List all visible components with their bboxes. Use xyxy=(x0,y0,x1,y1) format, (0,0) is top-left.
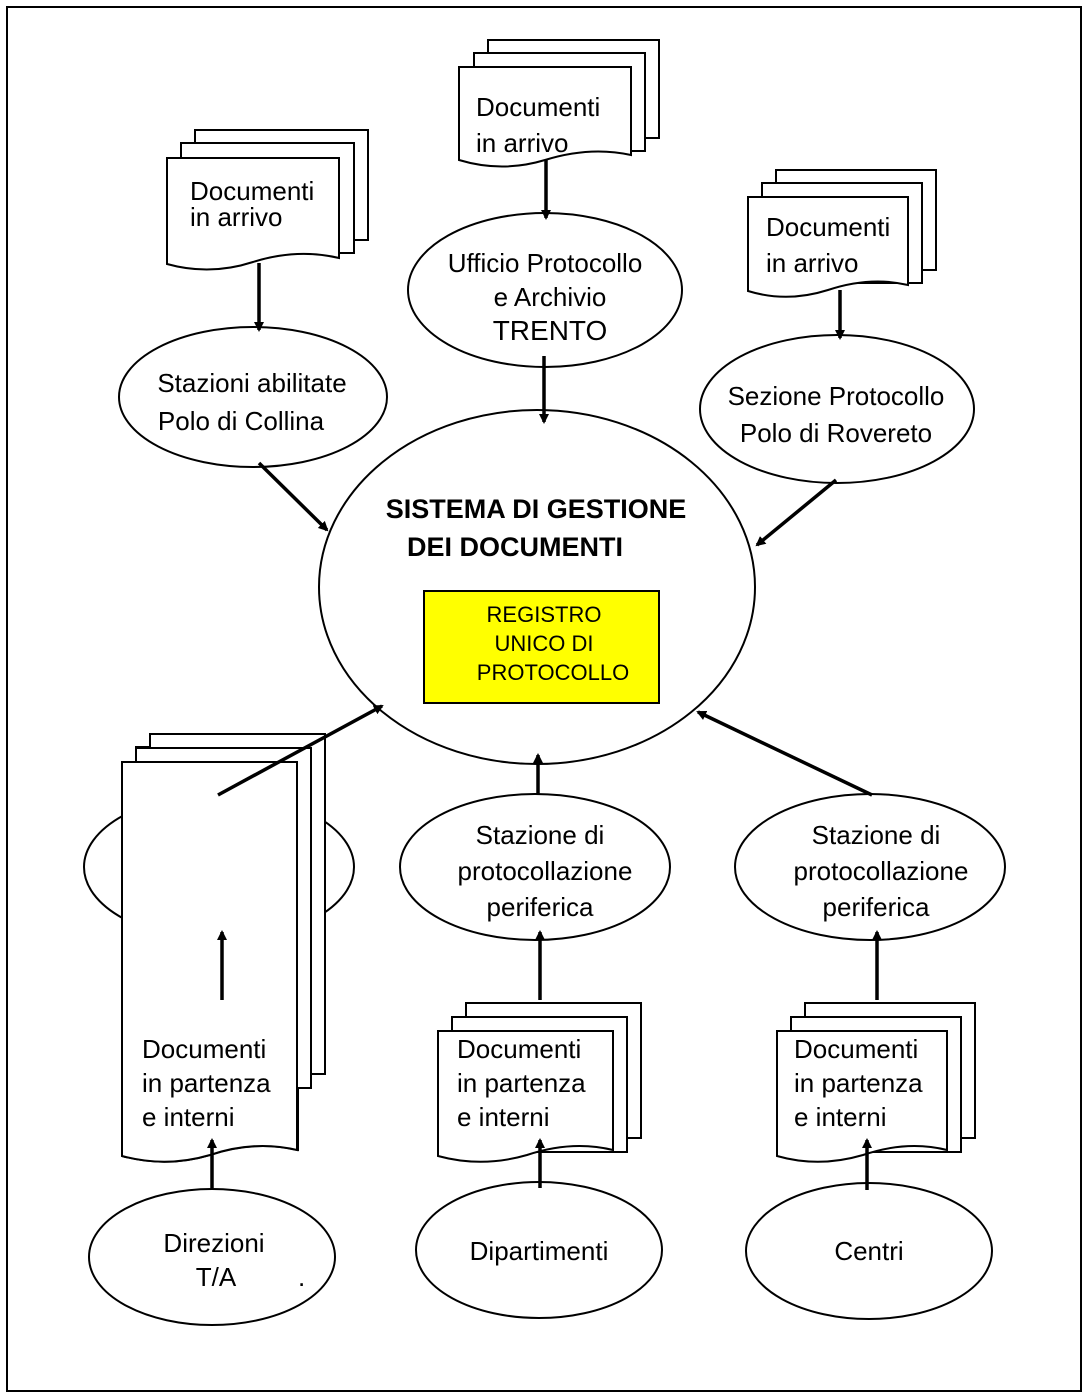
ufficio-line3: TRENTO xyxy=(493,315,608,346)
documents-in-left: Documenti in arrivo xyxy=(166,129,369,271)
direzioni-node: Direzioni T/A . xyxy=(88,1188,336,1326)
rovereto-line2: Polo di Rovereto xyxy=(740,418,932,448)
documents-in-center-line2: in arrivo xyxy=(476,128,568,158)
ufficio-protocollo-node: Ufficio Protocollo e Archivio TRENTO xyxy=(407,212,683,368)
registro-line1: REGISTRO xyxy=(487,602,602,627)
registro-line2: UNICO DI xyxy=(495,631,594,656)
ufficio-line2: e Archivio xyxy=(494,282,607,312)
direzioni-line1: Direzioni xyxy=(163,1228,264,1258)
stazione-center-line3: periferica xyxy=(487,892,594,922)
centri-label: Centri xyxy=(834,1236,903,1266)
arrow-rovereto-to-center xyxy=(755,478,838,547)
arrow-stazione-right-to-center xyxy=(696,710,873,797)
documents-in-right-line2: in arrivo xyxy=(766,248,858,278)
rovereto-node: Sezione Protocollo Polo di Rovereto xyxy=(699,334,975,484)
registro-line3: PROTOCOLLO xyxy=(477,660,629,685)
documents-in-center: Documenti in arrivo xyxy=(458,39,660,168)
documents-out-left-line3: e interni xyxy=(142,1102,235,1132)
ufficio-line1: Ufficio Protocollo xyxy=(448,248,643,278)
arrow-stazione-left-to-center xyxy=(217,704,384,797)
documents-out-center: Documenti in partenza e interni xyxy=(437,1002,642,1163)
stazione-right-node: Stazione di protocollazione periferica xyxy=(734,793,1006,941)
diagram-frame xyxy=(6,6,1082,1392)
documents-out-right-line1: Documenti xyxy=(794,1034,918,1064)
documents-out-right: Documenti in partenza e interni xyxy=(776,1002,976,1163)
dipartimenti-label: Dipartimenti xyxy=(470,1236,609,1266)
stazione-center-line2: protocollazione xyxy=(458,856,633,886)
center-line1: SISTEMA DI GESTIONE xyxy=(386,494,687,524)
collina-line2: Polo di Collina xyxy=(158,406,325,436)
stazione-right-line3: periferica xyxy=(823,892,930,922)
documents-out-center-line2: in partenza xyxy=(457,1068,586,1098)
sistema-gestione-node: SISTEMA DI GESTIONE DEI DOCUMENTI REGIST… xyxy=(318,409,756,765)
direzioni-line2: T/A xyxy=(196,1262,237,1292)
documents-out-right-line2: in partenza xyxy=(794,1068,923,1098)
dipartimenti-node: Dipartimenti xyxy=(415,1181,663,1319)
documents-out-center-line3: e interni xyxy=(457,1102,550,1132)
documents-in-right: Documenti in arrivo xyxy=(747,169,937,298)
documents-in-left-line1: Documenti xyxy=(190,176,314,206)
rovereto-line1: Sezione Protocollo xyxy=(728,381,945,411)
centri-node: Centri xyxy=(745,1182,993,1320)
stazione-right-line1: Stazione di xyxy=(812,820,941,850)
documents-out-center-line1: Documenti xyxy=(457,1034,581,1064)
documents-out-left-line1: Documenti xyxy=(142,1034,266,1064)
documents-in-right-line1: Documenti xyxy=(766,212,890,242)
stazione-center-line1: Stazione di xyxy=(476,820,605,850)
registro-box xyxy=(423,590,660,704)
documents-in-center-line1: Documenti xyxy=(476,92,600,122)
stazione-center-node: Stazione di protocollazione periferica xyxy=(399,793,671,941)
arrow-collina-to-center xyxy=(257,461,329,532)
documents-out-left-line2: in partenza xyxy=(142,1068,271,1098)
collina-node: Stazioni abilitate Polo di Collina xyxy=(118,326,388,468)
documents-out-left: Documenti in partenza e interni xyxy=(121,733,326,1163)
documents-in-left-line2: in arrivo xyxy=(190,202,282,232)
direzioni-mark: . xyxy=(298,1262,305,1292)
collina-line1: Stazioni abilitate xyxy=(157,368,346,398)
stazione-right-line2: protocollazione xyxy=(794,856,969,886)
documents-out-right-line3: e interni xyxy=(794,1102,887,1132)
center-line2: DEI DOCUMENTI xyxy=(407,532,623,562)
